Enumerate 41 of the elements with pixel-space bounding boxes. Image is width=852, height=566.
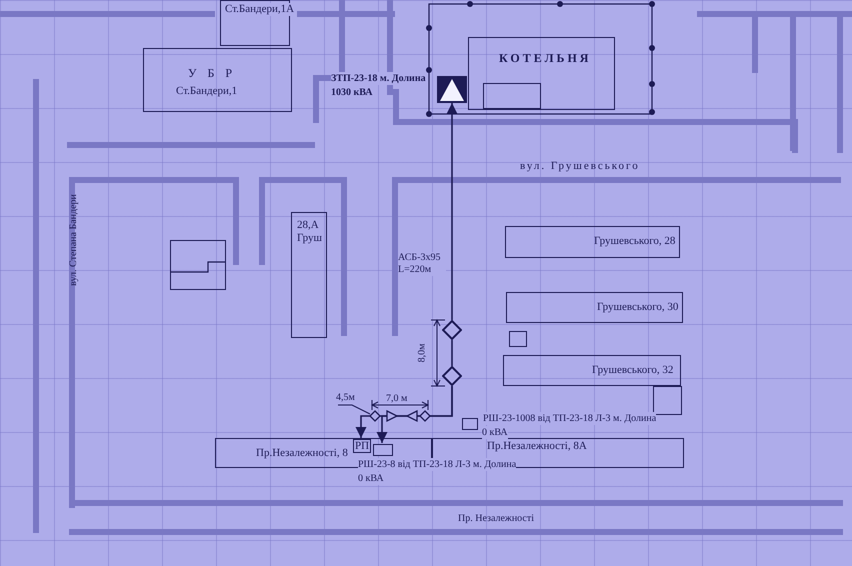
address-label: Пр.Незалежності, 8А <box>487 440 587 453</box>
building-outline <box>509 331 527 347</box>
equipment-caption: 0 кВА <box>358 472 384 485</box>
address-label: Грушевського, 32 <box>592 364 674 377</box>
distribution-cabinet-symbol <box>462 418 478 430</box>
equipment-caption: 0 кВА <box>482 426 508 439</box>
building-label: У Б Р <box>188 67 236 80</box>
building-outline <box>468 37 615 110</box>
edge-label: АСБ-3х95 L=220м <box>398 252 446 276</box>
address-label: Грушевського, 28 <box>594 235 676 248</box>
cable-joint-symbol <box>442 366 462 386</box>
building-outline <box>506 292 683 323</box>
building-outline <box>291 212 327 338</box>
street-name: вул. Грушевського <box>520 160 640 172</box>
transformer-symbol <box>437 76 467 103</box>
building-outline <box>505 226 680 258</box>
building-outline <box>170 240 226 290</box>
distribution-cabinet-symbol <box>373 444 393 456</box>
switchboard-label: РП <box>355 440 370 453</box>
building-outline <box>483 83 541 109</box>
street-name: вул. Степана Бандери <box>68 194 80 286</box>
building-label: Ст.Бандери,1 <box>176 85 238 98</box>
street-name: Пр. Незалежності <box>458 513 534 525</box>
equipment-caption: ЗТП-23-18 м. Долина <box>331 72 426 85</box>
building-outline <box>143 48 292 112</box>
address-label: Ст.Бандери,1А <box>225 3 294 16</box>
address-label: 28,А Груш <box>297 219 323 245</box>
address-label: Пр.Незалежності, 8 <box>256 447 348 460</box>
address-label: Грушевського, 30 <box>597 301 678 314</box>
cable-joint-symbol <box>442 320 462 340</box>
dimension-label: 4,5м <box>336 392 355 404</box>
building-outline <box>503 355 681 386</box>
cable-line <box>355 386 453 438</box>
cable-line <box>446 103 458 320</box>
building-label: КОТЕЛЬНЯ <box>499 52 592 65</box>
equipment-caption: РШ-23-8 від ТП-23-18 Л-3 м. Долина <box>358 458 516 471</box>
dimension-label: 8,0м <box>416 344 428 362</box>
building-outline <box>653 386 682 415</box>
equipment-caption: РШ-23-1008 від ТП-23-18 Л-3 м. Долина <box>483 412 656 425</box>
dimension-label: 7,0 м <box>386 393 408 405</box>
cable-line <box>451 340 453 366</box>
